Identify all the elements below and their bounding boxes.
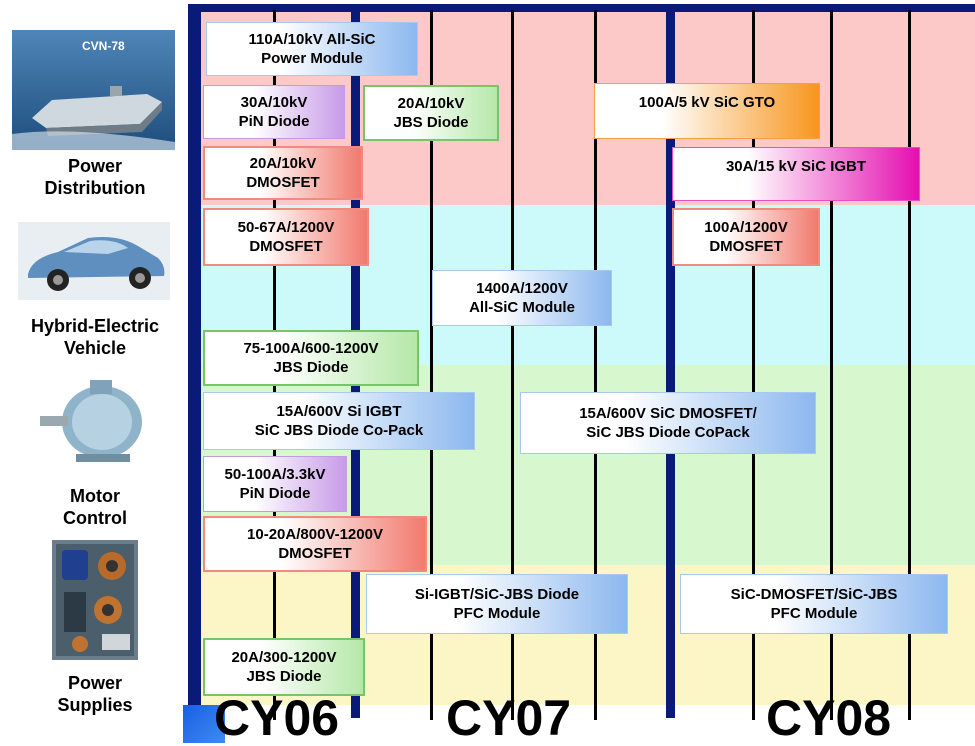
- device-box-line: PFC Module: [453, 605, 541, 622]
- category-label-power-supplies: Power Supplies: [0, 672, 190, 716]
- device-box-line: Si-IGBT/SiC-JBS Diode: [414, 586, 580, 603]
- device-box-line: DMOSFET: [249, 238, 323, 255]
- category-label-line: Power: [67, 156, 123, 176]
- device-box-line: SiC-DMOSFET/SiC-JBS: [730, 586, 898, 603]
- device-box-line: 30A/10kV: [240, 94, 308, 111]
- device-box-20a-10kv-jbs-diode: 20A/10kV JBS Diode: [363, 85, 499, 141]
- category-label-power-distribution: Power Distribution: [0, 155, 190, 199]
- year-label-cy06: CY06: [214, 690, 340, 746]
- device-box-30a-10kv-pin-diode: 30A/10kV PiN Diode: [203, 85, 345, 139]
- device-box-15a-600v-sic-dmosfet-copack: 15A/600V SiC DMOSFET/ SiC JBS Diode CoPa…: [520, 392, 816, 454]
- category-label-line: Power: [67, 673, 123, 693]
- device-box-line: 50-67A/1200V: [237, 219, 335, 236]
- quarter-line: [511, 10, 514, 720]
- device-box-si-igbt-sic-jbs-pfc-module: Si-IGBT/SiC-JBS Diode PFC Module: [366, 574, 628, 634]
- device-box-10-20a-800v-1200v-dmosfet: 10-20A/800V-1200V DMOSFET: [203, 516, 427, 572]
- quarter-line: [752, 10, 755, 720]
- device-box-line: JBS Diode: [246, 668, 322, 685]
- device-box-line: 10-20A/800V-1200V: [247, 526, 383, 543]
- device-box-line: PiN Diode: [239, 485, 311, 502]
- device-box-line: 110A/10kV All-SiC: [248, 31, 376, 48]
- device-box-20a-10kv-dmosfet: 20A/10kV DMOSFET: [203, 146, 363, 200]
- device-box-line: 20A/10kV: [249, 155, 317, 172]
- quarter-line: [830, 10, 833, 720]
- category-label-line: Vehicle: [63, 338, 127, 358]
- timeline-top-bar: [188, 4, 975, 12]
- power-supply-board-image: [52, 540, 138, 660]
- device-box-110a-10kv-power-module: 110A/10kV All-SiC Power Module: [206, 22, 418, 76]
- device-box-50-100a-3-3kv-pin-diode: 50-100A/3.3kV PiN Diode: [203, 456, 347, 512]
- year-label-cy07: CY07: [446, 690, 572, 746]
- device-box-line: 15A/600V SiC DMOSFET/: [579, 405, 757, 422]
- hybrid-car-image: [18, 222, 170, 300]
- device-box-line: 15A/600V Si IGBT: [276, 403, 402, 420]
- device-box-line: 100A/5 kV SiC GTO: [638, 93, 776, 111]
- quarter-line: [908, 10, 911, 720]
- device-box-line: 100A/1200V: [704, 219, 788, 236]
- device-box-line: 20A/300-1200V: [231, 649, 337, 666]
- category-label-line: Motor: [70, 486, 120, 506]
- axis-corner-marker: [183, 705, 225, 743]
- device-box-line: JBS Diode: [393, 114, 469, 131]
- year-divider-cy07-cy08: [666, 10, 675, 718]
- device-box-100a-1200v-dmosfet: 100A/1200V DMOSFET: [672, 208, 820, 266]
- device-box-1400a-1200v-all-sic-module: 1400A/1200V All-SiC Module: [432, 270, 612, 326]
- category-label-hybrid-electric-vehicle: Hybrid-Electric Vehicle: [0, 315, 190, 359]
- device-box-line: PFC Module: [770, 605, 858, 622]
- category-label-line: Control: [63, 508, 127, 528]
- device-box-sic-dmosfet-sic-jbs-pfc-module: SiC-DMOSFET/SiC-JBS PFC Module: [680, 574, 948, 634]
- device-box-line: 50-100A/3.3kV: [224, 466, 326, 483]
- device-box-line: DMOSFET: [246, 174, 320, 191]
- device-box-line: DMOSFET: [278, 545, 352, 562]
- device-box-75-100a-jbs-diode: 75-100A/600-1200V JBS Diode: [203, 330, 419, 386]
- device-box-line: 75-100A/600-1200V: [243, 340, 379, 357]
- category-label-line: Distribution: [44, 178, 146, 198]
- device-box-line: SiC JBS Diode CoPack: [586, 424, 750, 441]
- year-label-cy08: CY08: [766, 690, 892, 746]
- device-box-line: 30A/15 kV SiC IGBT: [725, 157, 867, 175]
- device-box-line: 1400A/1200V: [476, 280, 568, 297]
- electric-motor-image: [30, 372, 158, 472]
- category-label-motor-control: Motor Control: [0, 485, 190, 529]
- device-box-line: 20A/10kV: [397, 95, 465, 112]
- timeline-left-axis: [188, 4, 201, 739]
- aircraft-carrier-image: CVN-78: [12, 30, 175, 150]
- device-box-line: PiN Diode: [238, 113, 310, 130]
- device-box-line: Power Module: [261, 50, 363, 67]
- device-box-100a-5kv-sic-gto: 100A/5 kV SiC GTO: [594, 83, 820, 139]
- category-label-line: Hybrid-Electric: [30, 316, 160, 336]
- device-box-30a-15kv-sic-igbt: 30A/15 kV SiC IGBT: [672, 147, 920, 201]
- quarter-line: [594, 10, 597, 720]
- device-box-15a-600v-si-igbt-copack: 15A/600V Si IGBT SiC JBS Diode Co-Pack: [203, 392, 475, 450]
- device-box-line: JBS Diode: [273, 359, 349, 376]
- quarter-line: [430, 10, 433, 720]
- device-box-50-67a-1200v-dmosfet: 50-67A/1200V DMOSFET: [203, 208, 369, 266]
- device-box-line: All-SiC Module: [469, 299, 575, 316]
- device-box-line: DMOSFET: [709, 238, 783, 255]
- category-label-line: Supplies: [57, 695, 133, 715]
- carrier-image-caption: CVN-78: [82, 39, 125, 53]
- device-box-20a-300-1200v-jbs-diode: 20A/300-1200V JBS Diode: [203, 638, 365, 696]
- device-box-line: SiC JBS Diode Co-Pack: [254, 422, 424, 439]
